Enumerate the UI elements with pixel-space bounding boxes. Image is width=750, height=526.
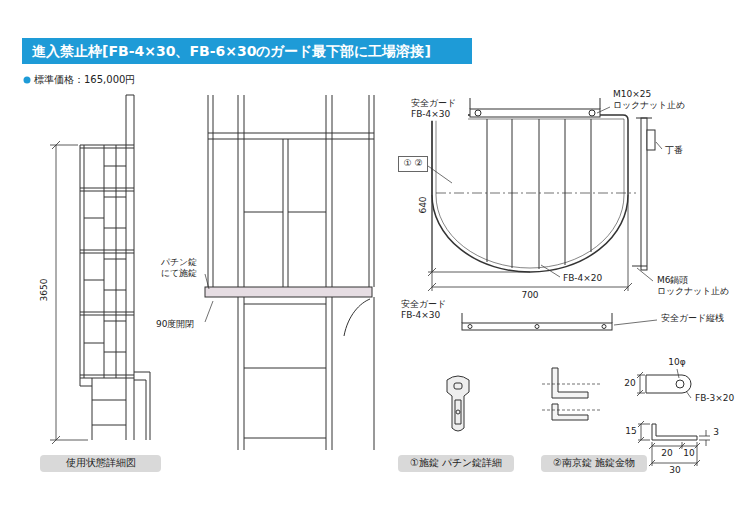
callout-label: 700 — [520, 290, 539, 301]
callout-label: 10 — [682, 448, 695, 459]
label-anchor: 15 — [624, 426, 637, 437]
label-anchor: 640 — [418, 195, 429, 214]
callout-label: 90度開閉 — [155, 319, 195, 330]
box-text: ②南京錠 施錠金物 — [551, 457, 637, 470]
label-anchor: 90度開閉 — [155, 319, 195, 330]
reference-box: ① ② — [398, 156, 428, 172]
label-anchor: M10×25 ロックナット止め — [612, 89, 694, 112]
callout-label: 20 — [623, 378, 636, 389]
callout-label: FB-3×20 — [694, 393, 735, 404]
caption-box: 使用状態詳細図 — [40, 455, 161, 472]
label-anchor: 10φ — [667, 357, 686, 368]
title-banner: 進入禁止枠[FB-4×30、FB-6×30のガード最下部に工場溶接] — [22, 38, 472, 64]
label-anchor: 700 — [520, 290, 539, 301]
callout-label: パチン錠 にて施錠 — [160, 257, 204, 280]
box-text: 使用状態詳細図 — [64, 457, 137, 470]
label-anchor: 標準価格：165,000円 — [33, 74, 136, 87]
label-anchor: 丁番 — [664, 145, 684, 156]
label-anchor: 3 — [712, 427, 720, 438]
label-anchor: 30 — [668, 465, 681, 476]
callout-label: 30 — [668, 465, 681, 476]
dimension-text: 3650 — [39, 278, 50, 303]
box-text: ① ② — [402, 158, 424, 169]
caption-box: ②南京錠 施錠金物 — [541, 455, 647, 472]
label-anchor: 安全ガード縦桟 — [660, 313, 725, 324]
label-anchor: 安全ガード FB-4×30 — [400, 299, 458, 322]
callout-label: 安全ガード FB-4×30 — [400, 299, 458, 322]
box-text: ①施錠 パチン錠詳細 — [408, 457, 504, 470]
label-anchor: 20 — [623, 378, 636, 389]
callout-label: FB-4×20 — [562, 273, 603, 284]
callout-label: 10φ — [667, 357, 686, 368]
label-anchor: パチン錠 にて施錠 — [160, 257, 204, 280]
callout-label: M6鍋頭 ロックナット止め — [656, 275, 738, 298]
label-anchor: 10 — [682, 448, 695, 459]
label-anchor: 20 — [660, 448, 673, 459]
label-anchor: 安全ガード FB-4×30 — [410, 98, 468, 121]
callout-label: 安全ガード FB-4×30 — [410, 98, 468, 121]
callout-label: 3 — [712, 427, 720, 438]
callout-label: 丁番 — [664, 145, 684, 156]
callout-label: 20 — [660, 448, 673, 459]
label-anchor: 3650 — [39, 278, 50, 303]
callout-label: 15 — [624, 426, 637, 437]
label-anchor: FB-3×20 — [694, 393, 735, 404]
callout-label: M10×25 ロックナット止め — [612, 89, 694, 112]
callout-label: 標準価格：165,000円 — [33, 74, 136, 87]
caption-box: ①施錠 パチン錠詳細 — [398, 455, 514, 472]
dimension-text: 640 — [418, 195, 429, 214]
label-anchor: M6鍋頭 ロックナット止め — [656, 275, 738, 298]
callout-label: 安全ガード縦桟 — [660, 313, 725, 324]
label-anchor: FB-4×20 — [562, 273, 603, 284]
